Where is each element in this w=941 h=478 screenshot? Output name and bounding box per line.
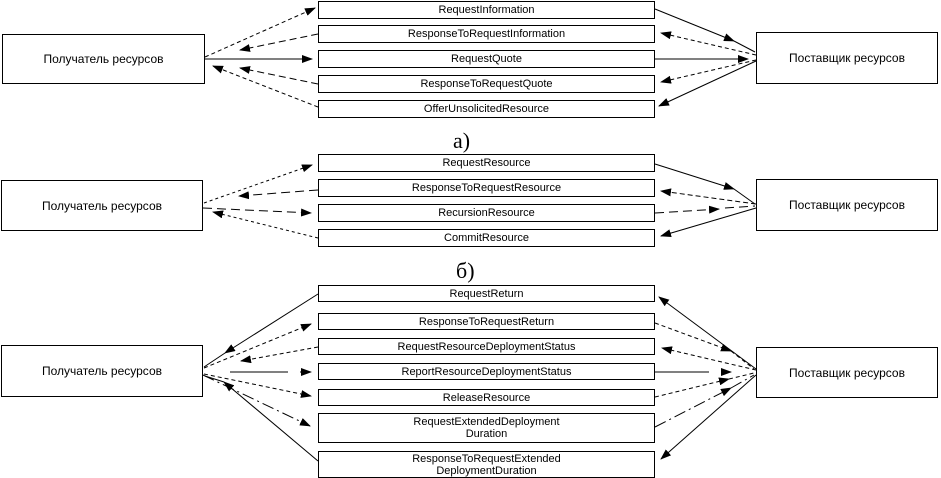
msg-label: RequestResourceDeploymentStatus (397, 340, 576, 353)
provider-box-section-b: Поставщик ресурсов (756, 179, 938, 231)
msg-label: RequestInformation (438, 4, 535, 16)
msg-label: ResponseToRequestInformation (407, 28, 566, 40)
recipient-box-section-a: Получатель ресурсов (2, 34, 205, 84)
msg-request-resource-deployment-status: RequestResourceDeploymentStatus (318, 338, 655, 355)
msg-label: RequestResource (442, 157, 531, 169)
msg-response-to-request-resource: ResponseToRequestResource (318, 179, 655, 197)
section-a-label: а) (453, 128, 471, 153)
recipient-box-section-v: Получатель ресурсов (1, 345, 203, 397)
section-b-label: б) (456, 258, 475, 283)
provider-box-section-a: Поставщик ресурсов (756, 32, 938, 84)
msg-report-resource-deployment-status: ReportResourceDeploymentStatus (318, 363, 655, 380)
msg-label: ResponseToRequestExtended DeploymentDura… (412, 452, 561, 477)
msg-offer-unsolicited-resource: OfferUnsolicitedResource (318, 100, 655, 118)
msg-label: RequestExtendedDeployment Duration (413, 416, 560, 440)
msg-request-extended-deployment-duration: RequestExtendedDeployment Duration (318, 413, 655, 443)
provider-label: Поставщик ресурсов (789, 198, 905, 212)
msg-response-to-request-extended-deployment-duration: ResponseToRequestExtended DeploymentDura… (318, 451, 655, 478)
msg-label: OfferUnsolicitedResource (423, 103, 550, 115)
msg-label: ReportResourceDeploymentStatus (401, 365, 572, 378)
msg-request-return: RequestReturn (318, 285, 655, 302)
msg-label: RecursionResource (438, 207, 535, 219)
provider-box-section-v: Поставщик ресурсов (756, 347, 938, 398)
msg-label: ResponseToRequestQuote (420, 78, 553, 90)
msg-request-quote: RequestQuote (318, 50, 655, 68)
msg-label: ResponseToRequestResource (411, 182, 562, 194)
msg-label: ResponseToRequestReturn (418, 315, 555, 328)
msg-response-to-request-quote: ResponseToRequestQuote (318, 75, 655, 93)
msg-request-information: RequestInformation (318, 1, 655, 19)
recipient-label: Получатель ресурсов (42, 364, 162, 378)
provider-label: Поставщик ресурсов (789, 365, 905, 380)
recipient-box-section-b: Получатель ресурсов (1, 180, 203, 231)
msg-response-to-request-return: ResponseToRequestReturn (318, 313, 655, 330)
msg-label: ReleaseResource (442, 391, 531, 404)
msg-commit-resource: CommitResource (318, 229, 655, 247)
msg-release-resource: ReleaseResource (318, 389, 655, 406)
recipient-label: Получатель ресурсов (43, 52, 164, 66)
msg-label: RequestReturn (449, 287, 524, 300)
msg-recursion-resource: RecursionResource (318, 204, 655, 222)
provider-label: Поставщик ресурсов (789, 51, 905, 65)
msg-label: RequestQuote (451, 53, 522, 65)
recipient-label: Получатель ресурсов (42, 198, 162, 213)
msg-response-to-request-information: ResponseToRequestInformation (318, 25, 655, 43)
msg-request-resource: RequestResource (318, 154, 655, 172)
msg-label: CommitResource (444, 232, 529, 244)
